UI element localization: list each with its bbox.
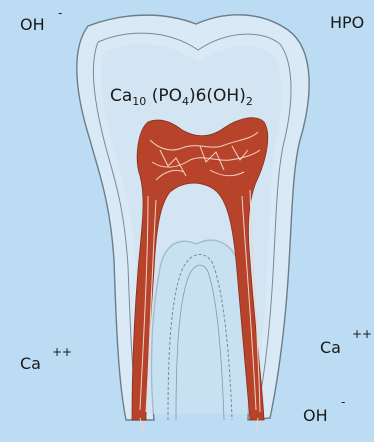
ca-ion-left: Ca ++ [20,356,41,372]
ca-ion-right-charge: ++ [352,328,372,340]
formula-sub-1: 10 [132,95,146,108]
oh-ion-charge: - [58,7,62,19]
ca-ion-left-base: Ca [20,354,41,373]
ca-ion-right: Ca ++ [320,340,341,356]
oh-ion-top-left: OH - [20,17,45,33]
oh-ion-bottom-charge: - [341,396,345,408]
formula-part-1: Ca [110,86,132,106]
formula-part-2: (PO [146,86,182,106]
hpo-label: HPO [330,15,364,31]
oh-ion-bottom-base: OH [303,406,328,425]
ca-ion-right-base: Ca [320,338,341,357]
oh-ion-bottom-right: OH - [303,408,328,424]
hydroxyapatite-formula: Ca10 (PO4)6(OH)2 [110,88,253,105]
formula-sub-2: 4 [182,95,189,108]
oh-ion-base: OH [20,15,45,34]
formula-sub-3: 2 [246,95,253,108]
ca-ion-left-charge: ++ [52,346,72,358]
hpo-label-text: HPO [330,13,364,32]
formula-part-3: )6(OH) [189,86,246,106]
